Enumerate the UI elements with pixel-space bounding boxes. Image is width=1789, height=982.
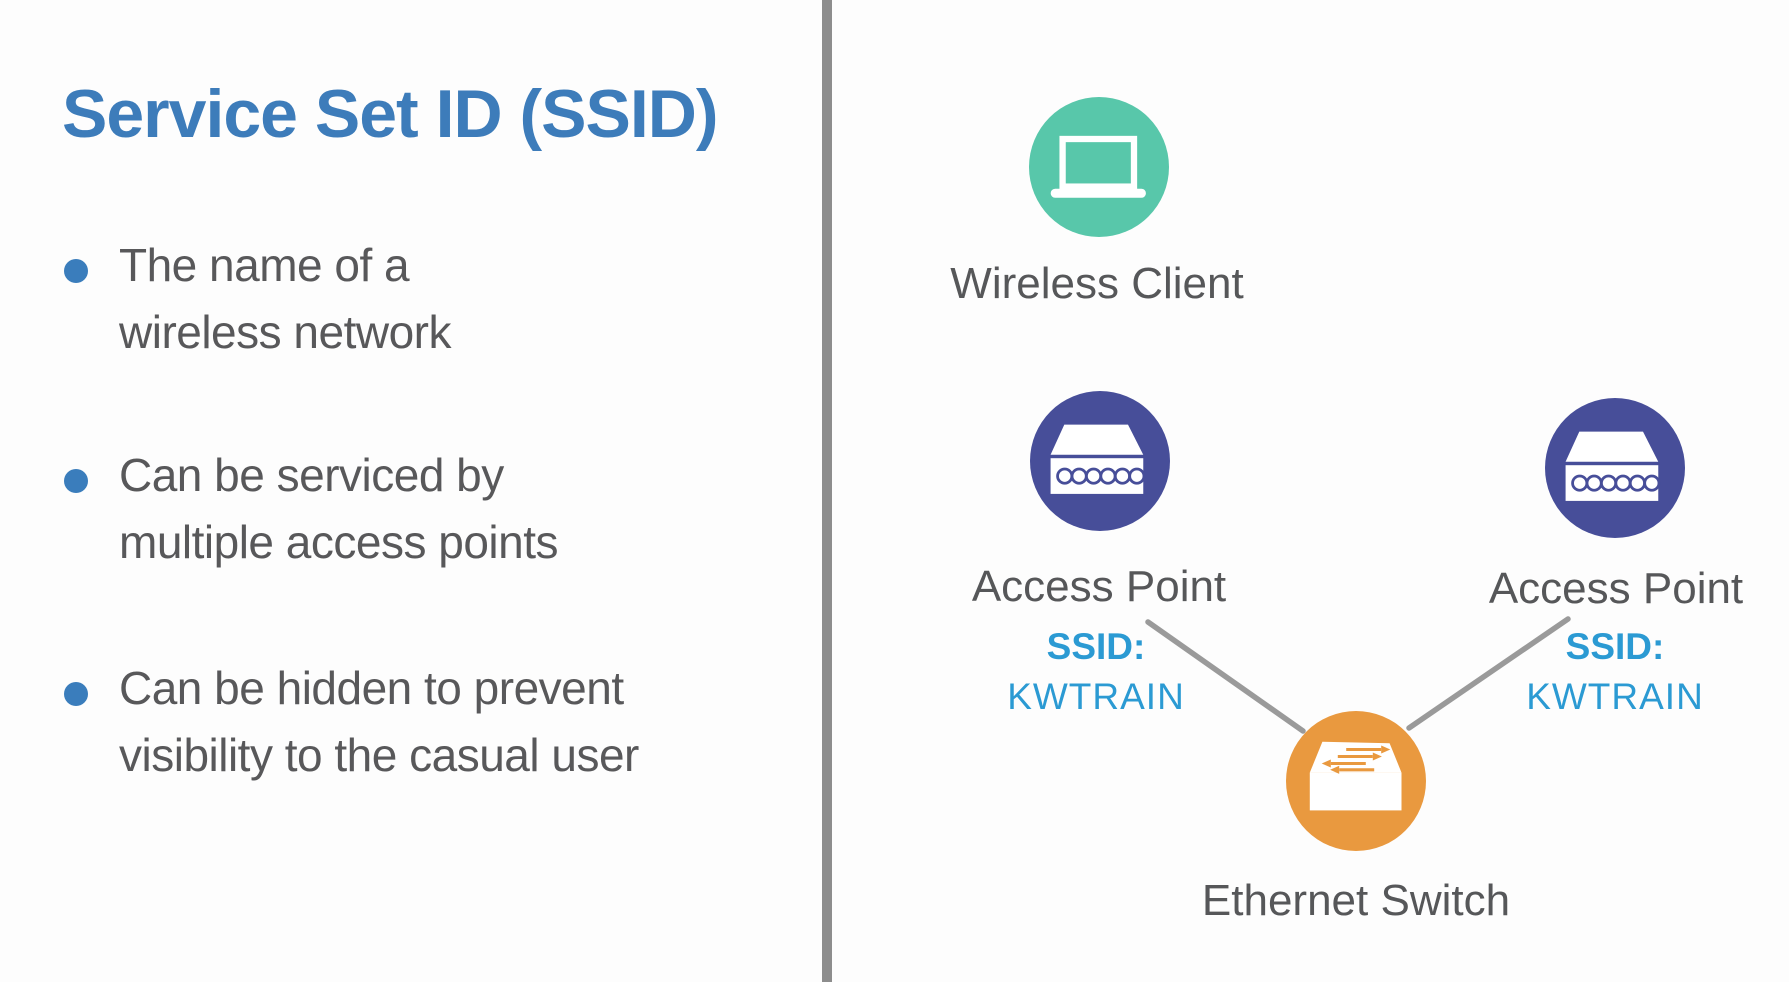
access-point-right-label: Access Point	[1488, 564, 1744, 613]
bullet-dot-icon	[64, 259, 88, 283]
bullet-dot-icon	[64, 682, 88, 706]
access-point-icon	[1050, 424, 1146, 494]
access-point-right-node	[1545, 398, 1685, 538]
bullet-line: wireless network	[119, 306, 452, 358]
wireless-client-node	[1029, 97, 1169, 237]
bullet-text: The name of a wireless network	[119, 232, 452, 366]
bullet-dot-icon	[64, 469, 88, 493]
bullet-line: Can be serviced by	[119, 449, 504, 501]
access-point-left-label: Access Point	[971, 562, 1227, 611]
ssid-label-left: SSID:	[1046, 626, 1146, 667]
ssid-label-right: SSID:	[1565, 626, 1665, 667]
bullet-line: The name of a	[119, 239, 410, 291]
bullet-line: Can be hidden to prevent	[119, 662, 624, 714]
bullet-line: visibility to the casual user	[119, 729, 639, 781]
ethernet-switch-node	[1286, 711, 1426, 851]
access-point-left-node	[1030, 391, 1170, 531]
page-title: Service Set ID (SSID)	[62, 76, 718, 152]
access-point-icon	[1565, 431, 1661, 501]
switch-icon	[1309, 741, 1402, 811]
bullet-item: Can be hidden to prevent visibility to th…	[64, 655, 639, 789]
ethernet-switch-label: Ethernet Switch	[1201, 876, 1511, 925]
bullet-line: multiple access points	[119, 516, 558, 568]
bullet-item: Can be serviced by multiple access points	[64, 442, 558, 576]
ssid-value-right: KWTRAIN	[1526, 676, 1704, 717]
ssid-value-left: KWTRAIN	[1007, 676, 1185, 717]
wireless-client-label: Wireless Client	[950, 259, 1244, 308]
laptop-icon	[1050, 135, 1146, 198]
bullet-item: The name of a wireless network	[64, 232, 452, 366]
bullet-text: Can be hidden to prevent visibility to th…	[119, 655, 639, 789]
panel-divider	[822, 0, 832, 982]
bullet-text: Can be serviced by multiple access points	[119, 442, 558, 576]
